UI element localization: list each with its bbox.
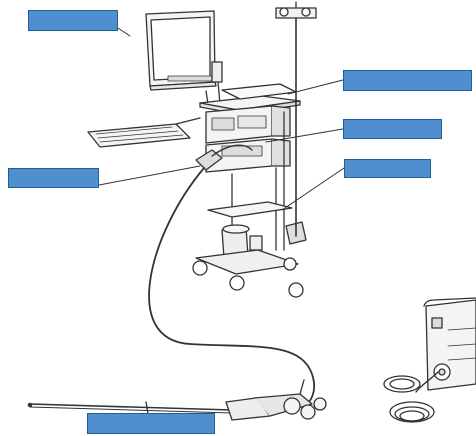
label-light-source xyxy=(343,119,442,139)
endoscope xyxy=(27,379,327,421)
leader-light-source xyxy=(265,128,344,143)
label-video-processor xyxy=(343,70,472,91)
light-source-unit-closeup xyxy=(383,297,476,423)
label-suction-pump xyxy=(344,159,431,178)
label-endoscope xyxy=(87,413,215,434)
leader-connector xyxy=(98,165,201,186)
leader-processor xyxy=(287,79,344,95)
cart xyxy=(192,83,307,298)
leader-suction-pump xyxy=(281,167,345,211)
label-scope-connector xyxy=(8,168,99,188)
leader-monitor xyxy=(117,27,131,37)
label-monitor xyxy=(28,10,118,31)
keyboard xyxy=(87,117,201,148)
iv-pole xyxy=(275,1,317,237)
monitor xyxy=(145,10,223,105)
leader-lines xyxy=(98,27,345,211)
scope-cable xyxy=(148,144,316,405)
